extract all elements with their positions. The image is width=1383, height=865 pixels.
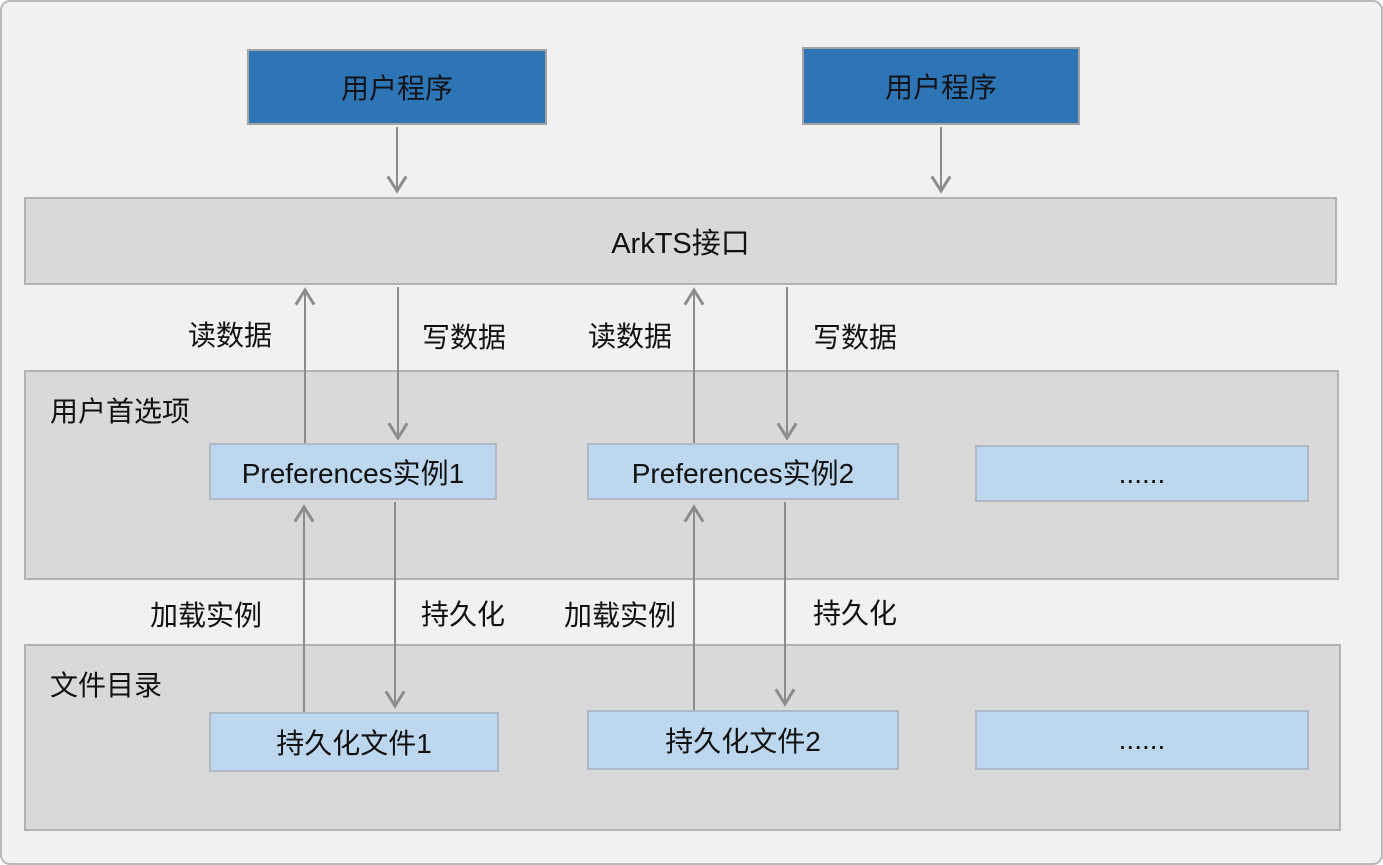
user-preferences-section-label: 用户首选项 bbox=[50, 396, 191, 427]
preferences-instance-2-box: Preferences实例2 bbox=[587, 443, 899, 500]
read-data-label-2: 读数据 bbox=[587, 321, 673, 352]
write-data-label-2: 写数据 bbox=[812, 322, 898, 353]
persistent-file-more-box: ...... bbox=[975, 710, 1309, 770]
load-instance-label-2: 加载实例 bbox=[563, 600, 677, 631]
persistent-file-1-box: 持久化文件1 bbox=[209, 712, 499, 772]
read-data-label-1: 读数据 bbox=[187, 320, 273, 351]
persist-label-1: 持久化 bbox=[420, 599, 506, 630]
persistent-file-2-box: 持久化文件2 bbox=[587, 710, 899, 770]
user-program-box-2: 用户程序 bbox=[802, 47, 1080, 125]
arkts-interface-bar: ArkTS接口 bbox=[24, 197, 1337, 285]
preferences-instance-1-box: Preferences实例1 bbox=[209, 443, 497, 500]
file-directory-section-label: 文件目录 bbox=[50, 670, 163, 701]
preferences-instance-more-box: ...... bbox=[975, 445, 1309, 502]
persist-label-2: 持久化 bbox=[812, 598, 898, 629]
user-program-box-1: 用户程序 bbox=[247, 49, 547, 125]
load-instance-label-1: 加载实例 bbox=[149, 600, 263, 631]
write-data-label-1: 写数据 bbox=[421, 322, 507, 353]
